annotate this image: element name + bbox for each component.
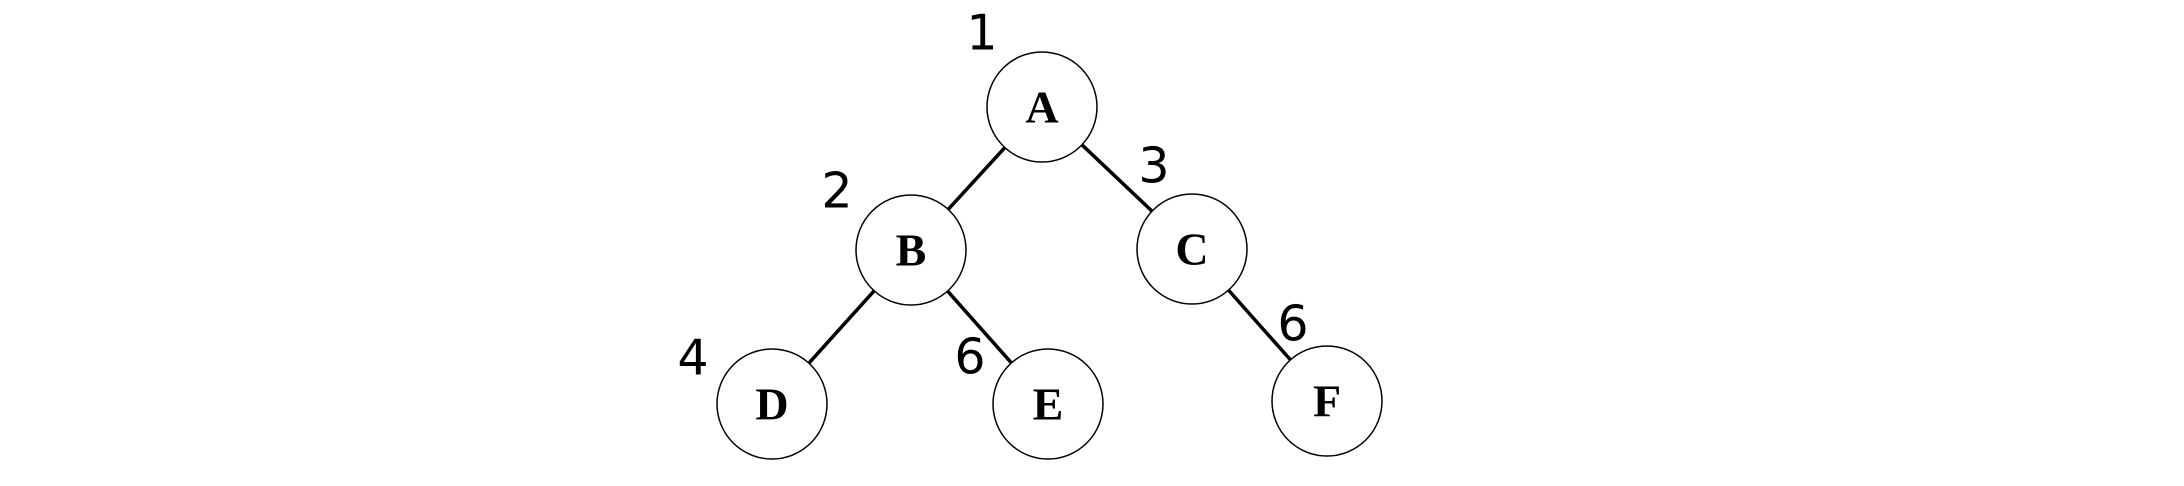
node-circle-E: [992, 348, 1104, 460]
node-letter-E: E: [1033, 379, 1064, 430]
node-number-E: 6: [954, 329, 985, 386]
node-circle-F: [1271, 345, 1383, 457]
node-number-C: 3: [1138, 138, 1169, 195]
node-letter-A: A: [1025, 82, 1058, 133]
node-letter-C: C: [1175, 224, 1208, 275]
edge-A-B: [946, 146, 1007, 211]
node-number-A: 1: [966, 5, 997, 62]
edge-C-F: [1227, 288, 1292, 362]
node-circle-D: [716, 348, 828, 460]
node-circle-A: [986, 51, 1098, 163]
edge-B-D: [807, 289, 876, 365]
node-letter-D: D: [755, 379, 788, 430]
node-number-D: 4: [677, 330, 708, 387]
edge-A-C: [1080, 143, 1154, 213]
node-number-B: 2: [821, 163, 852, 220]
node-letter-B: B: [896, 225, 927, 276]
node-circle-C: [1136, 193, 1248, 305]
edge-B-E: [946, 289, 1013, 365]
node-circle-B: [855, 194, 967, 306]
node-number-F: 6: [1277, 296, 1308, 353]
node-letter-F: F: [1313, 376, 1341, 427]
